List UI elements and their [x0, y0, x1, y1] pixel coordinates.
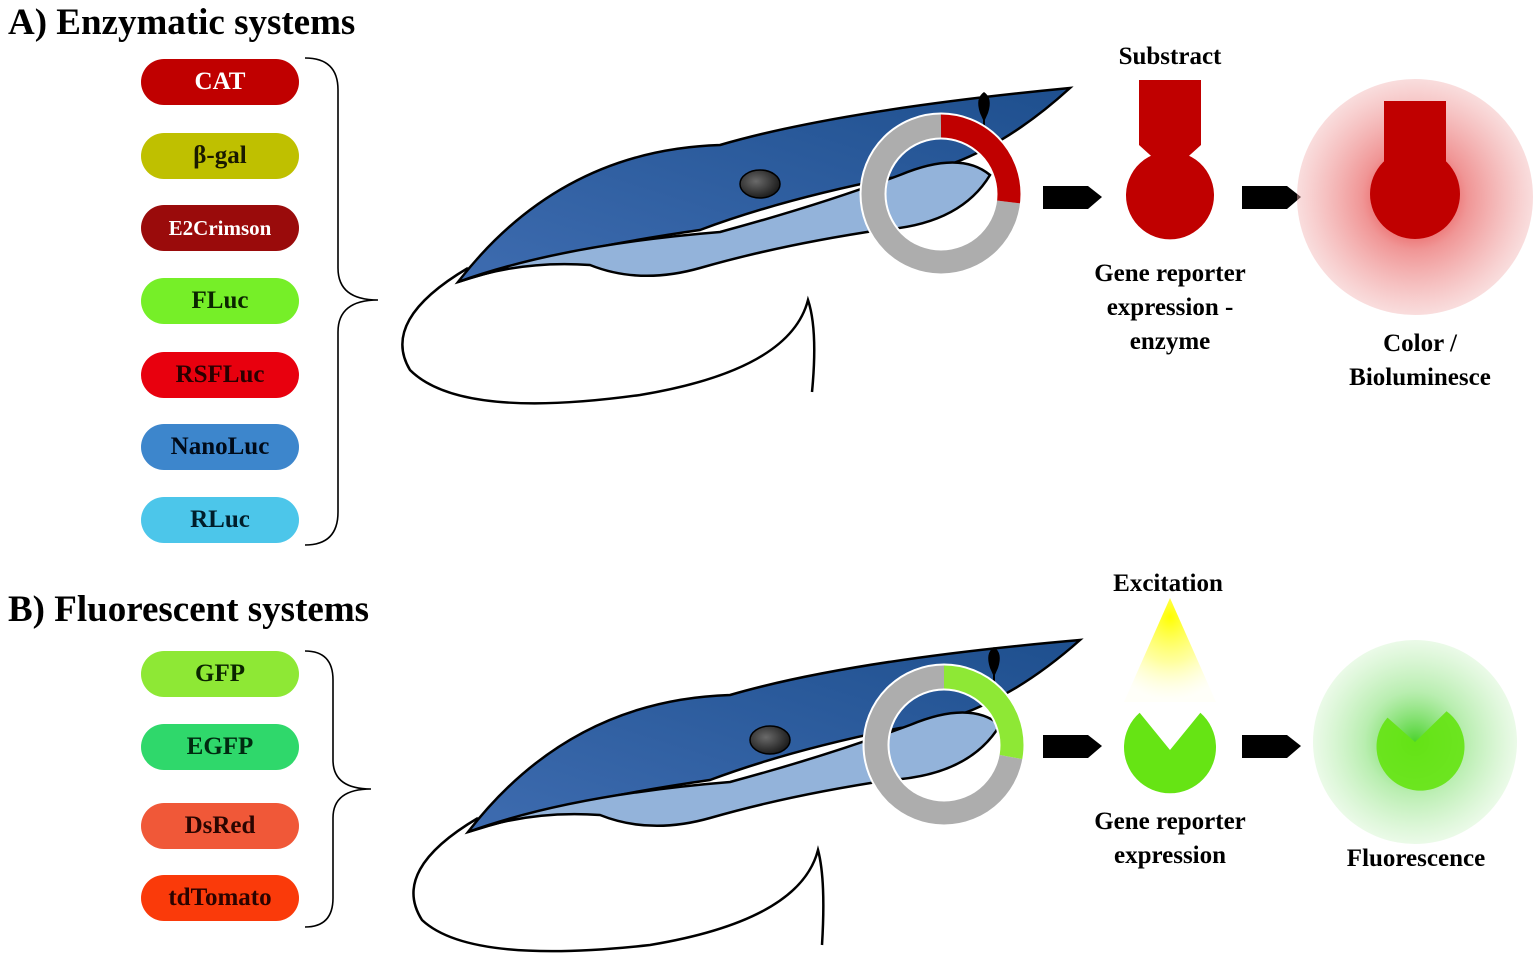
fluorescent-expression-line-2: expression	[1113, 842, 1227, 869]
reporter-pill-e2crimson: E2Crimson	[141, 205, 299, 251]
section-b-title: B) Fluorescent systems	[8, 589, 370, 630]
reporter-pill-rsfluc: RSFLuc	[141, 352, 299, 398]
arrow-enzymatic-1	[1043, 186, 1102, 209]
output-label-enzymatic: Color / Bioluminesce	[1300, 327, 1535, 395]
parasite-undulating-membrane-enzymatic	[457, 161, 992, 284]
substrate-label: Substract	[1118, 43, 1222, 70]
enzyme-expression-label: Gene reporter expression - enzyme	[1050, 257, 1290, 359]
reporter-pill-rluc: RLuc	[141, 497, 299, 543]
enzyme-expression-line-1: Gene reporter	[1094, 260, 1246, 287]
reporter-pill-dsred: DsRed	[141, 803, 299, 849]
output-label-line-2: Bioluminesce	[1349, 364, 1491, 391]
substrate-arrow	[1139, 80, 1201, 173]
brace-enzymatic	[304, 57, 379, 546]
arrow-enzymatic-2	[1242, 186, 1301, 209]
plasmid-fluorescent	[862, 663, 1026, 827]
nucleus-enzymatic	[739, 169, 781, 199]
flagellum-enzymatic	[401, 266, 816, 405]
fluorescent-expression-label: Gene reporter expression	[1050, 805, 1290, 873]
arrow-fluorescent-1	[1043, 735, 1102, 758]
plasmid-enzymatic	[859, 112, 1023, 276]
flagellum-fluorescent	[412, 816, 825, 953]
reporter-gene-segment-fluorescent	[943, 664, 1025, 760]
nucleus-fluorescent	[749, 725, 791, 755]
reporter-pill-fluc: FLuc	[141, 278, 299, 324]
fluorescence-protein-core	[1376, 711, 1465, 791]
fluorescent-protein-shape	[1124, 712, 1216, 794]
reporter-pill-cat: CAT	[141, 59, 299, 105]
enzyme-expression-line-3: enzyme	[1129, 328, 1211, 355]
enzyme-expression-line-2: expression -	[1106, 294, 1234, 321]
enzyme-shape	[1126, 154, 1214, 240]
product-head	[1370, 149, 1460, 239]
output-label-line-1: Color /	[1383, 330, 1457, 357]
reporter-pill-tdtomato: tdTomato	[141, 875, 299, 921]
reporter-pill-nanoluc: NanoLuc	[141, 424, 299, 470]
reporter-pill-egfp: EGFP	[141, 724, 299, 770]
reporter-gene-segment-enzymatic	[940, 113, 1022, 204]
excitation-label: Excitation	[1113, 570, 1223, 597]
section-a-title: A) Enzymatic systems	[8, 2, 356, 43]
kinetoplast-enzymatic	[978, 92, 990, 122]
reporter-pill-beta-gal: β-gal	[141, 133, 299, 179]
reporter-pill-gfp: GFP	[141, 651, 299, 697]
brace-fluorescent	[304, 650, 372, 928]
excitation-light-cone	[1124, 598, 1216, 702]
arrow-fluorescent-2	[1242, 735, 1301, 758]
fluorescence-label: Fluorescence	[1346, 845, 1486, 872]
kinetoplast-fluorescent	[988, 647, 1000, 677]
fluorescent-expression-line-1: Gene reporter	[1094, 808, 1246, 835]
